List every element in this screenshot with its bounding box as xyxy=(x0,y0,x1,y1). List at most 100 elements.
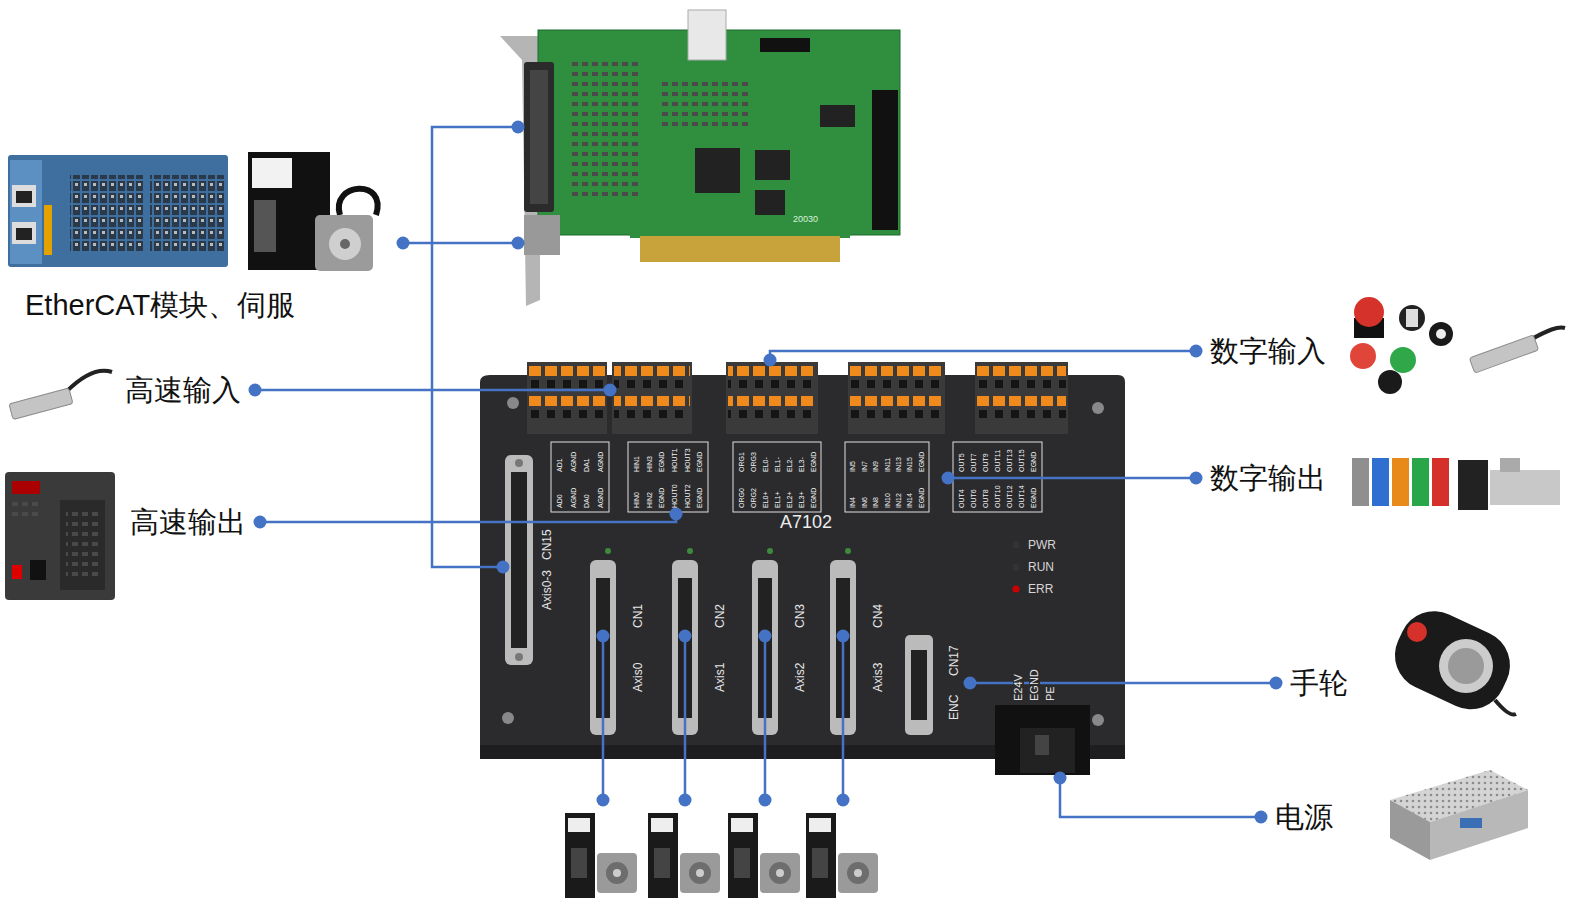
terminal-tabs xyxy=(728,364,816,424)
button xyxy=(1429,322,1453,346)
text-label: ORG0 xyxy=(738,488,745,508)
board-art xyxy=(480,362,1125,775)
text-label: DA0 xyxy=(583,494,590,508)
regulator-outlets xyxy=(60,500,105,590)
connector-line xyxy=(770,351,1196,360)
text-label: IN7 xyxy=(861,461,868,472)
db-connector-inner xyxy=(530,70,548,204)
text-label: EGND xyxy=(696,452,703,472)
valve-coil xyxy=(1458,460,1488,510)
peripheral-label: 数字输入 xyxy=(1196,334,1340,368)
screw xyxy=(1092,402,1104,414)
power-plug-face xyxy=(1020,728,1075,773)
terminal-body xyxy=(612,362,692,434)
valve-port xyxy=(1500,458,1520,472)
leader-dot xyxy=(837,794,850,807)
pin-frame xyxy=(733,442,821,512)
drive-panel xyxy=(252,158,292,188)
text-label: PWR xyxy=(1028,538,1056,552)
text-label: CN4 xyxy=(872,604,884,628)
motor-shaft xyxy=(340,239,350,249)
psu-side xyxy=(1430,790,1528,860)
text-label: ENC xyxy=(948,695,960,720)
terminal-block: IN5IN7IN9IN11IN13IN15EGNDIN4IN6IN8IN10IN… xyxy=(845,360,948,514)
leader-dot xyxy=(679,794,692,807)
text-label: EGND xyxy=(810,488,817,508)
button-cap xyxy=(1436,329,1446,339)
text-label: OUT12 xyxy=(1006,485,1013,508)
chip xyxy=(755,190,785,215)
chip xyxy=(695,148,740,193)
connector xyxy=(764,345,1203,367)
terminal-body xyxy=(527,362,607,434)
regulator-socket xyxy=(30,560,46,580)
text-label: EGND xyxy=(1030,488,1037,508)
text-label: CN2 xyxy=(714,604,726,628)
leader-line xyxy=(842,636,845,800)
text-label: OUT15 xyxy=(1018,449,1025,472)
text-label: ORG3 xyxy=(750,452,757,472)
text-label: AGND xyxy=(597,488,604,508)
connector xyxy=(432,121,525,574)
db37-inner xyxy=(511,472,527,648)
text-label: HOUT0 xyxy=(671,484,678,508)
db9-shell xyxy=(905,635,933,735)
db-connector: CN3Axis2 xyxy=(747,550,809,740)
text-label: OUT7 xyxy=(970,453,977,472)
text-label: HOUT3 xyxy=(684,448,691,472)
peripheral-text: 数字输出 xyxy=(1210,461,1326,495)
text-label: AGND xyxy=(597,452,604,472)
indicator xyxy=(1432,458,1449,506)
text-label: EGND xyxy=(696,488,703,508)
text-label: CN3 xyxy=(794,604,806,628)
terminal-body xyxy=(848,362,945,434)
button xyxy=(1354,297,1384,327)
screw xyxy=(502,712,514,724)
peripheral-text: EtherCAT模块、伺服 xyxy=(25,288,403,322)
text-label: A7102 xyxy=(780,512,832,534)
module-coupler xyxy=(10,160,42,264)
text-label: OUT8 xyxy=(982,489,989,508)
button xyxy=(1350,343,1376,369)
card-top-connector xyxy=(688,10,726,60)
connector-dot xyxy=(964,677,977,690)
voltage-regulator xyxy=(5,472,115,600)
peripheral-text: 手轮 xyxy=(1290,666,1348,700)
leader-line xyxy=(684,636,687,800)
terminal-block: ORG1ORG3EL0-EL1-EL2-EL3-EGNDORG0ORG2EL0+… xyxy=(724,360,822,514)
sensor-body xyxy=(1469,335,1538,373)
text-label: RUN xyxy=(1028,560,1054,574)
text-label: HIN1 xyxy=(633,456,640,472)
peripheral-text: 数字输入 xyxy=(1210,334,1326,368)
module-terminals xyxy=(70,175,145,253)
leader-dot xyxy=(597,794,610,807)
text-label: OUT6 xyxy=(970,489,977,508)
text-label: Axis0 xyxy=(632,663,644,692)
pcie-card-art xyxy=(500,10,900,306)
gold-fingers xyxy=(640,236,840,262)
peripheral-label: 数字输出 xyxy=(1196,461,1340,495)
db37-shell xyxy=(505,455,533,665)
connector-dot xyxy=(512,237,525,250)
connector-line xyxy=(948,477,1196,480)
leader-line xyxy=(602,636,605,800)
terminal-tabs xyxy=(529,364,605,424)
text-label: HIN3 xyxy=(646,456,653,472)
text-label: IN14 xyxy=(906,493,913,508)
sensor-body xyxy=(9,388,73,420)
card-pcb xyxy=(538,30,900,235)
handwheel-cable xyxy=(1495,700,1516,714)
connector xyxy=(942,472,1203,485)
text-label: EL1+ xyxy=(774,491,781,508)
peripheral-text: 电源 xyxy=(1275,800,1333,834)
db9-inner xyxy=(911,650,927,720)
connector-dot xyxy=(670,508,683,521)
regulator-outlet-holes xyxy=(66,508,99,582)
rj45-hole xyxy=(16,228,32,240)
text-label: IN8 xyxy=(872,497,879,508)
peripheral-label: 高速输入 xyxy=(111,373,255,407)
led xyxy=(1013,564,1020,571)
pcie-card: 20030 xyxy=(518,8,900,306)
card-header xyxy=(760,38,810,52)
